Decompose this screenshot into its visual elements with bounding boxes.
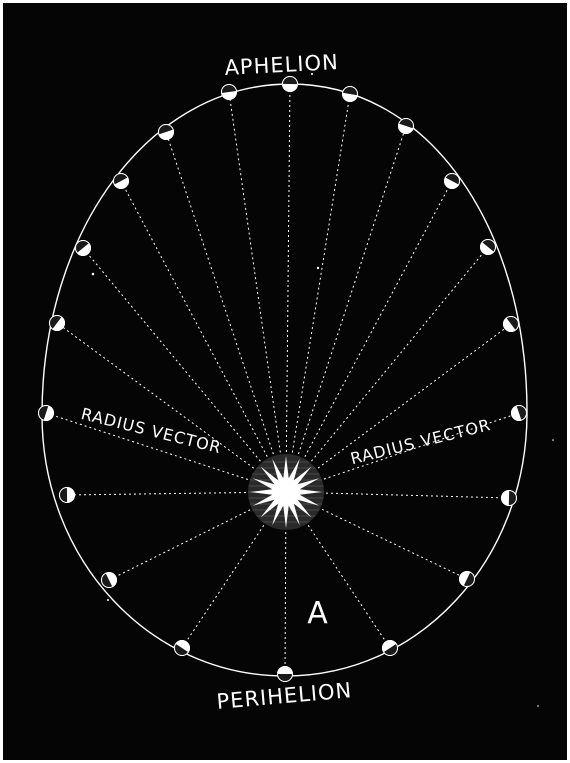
planet-icon: [445, 173, 460, 188]
planet-icon: [399, 118, 414, 133]
plate-background: [3, 3, 567, 760]
area-label: A: [307, 596, 329, 631]
sun-star: [250, 456, 322, 528]
planet-icon: [76, 241, 91, 256]
planet-icon: [460, 572, 475, 587]
planet-icon: [50, 316, 65, 331]
planet-icon: [512, 406, 527, 421]
planet-icon: [113, 173, 128, 188]
planet-icon: [277, 667, 292, 682]
planet-icon: [343, 87, 358, 102]
sun-icon: [248, 454, 324, 530]
planet-icon: [222, 85, 237, 100]
planet-icon: [158, 124, 173, 139]
planet-icon: [283, 77, 298, 92]
planet-icon: [481, 239, 496, 254]
planet-icon: [502, 491, 517, 506]
planet-icon: [504, 316, 519, 331]
planet-icon: [175, 641, 190, 656]
planet-icon: [59, 488, 74, 503]
planet-icon: [101, 573, 116, 588]
planet-icon: [383, 641, 398, 656]
planet-icon: [39, 406, 54, 421]
